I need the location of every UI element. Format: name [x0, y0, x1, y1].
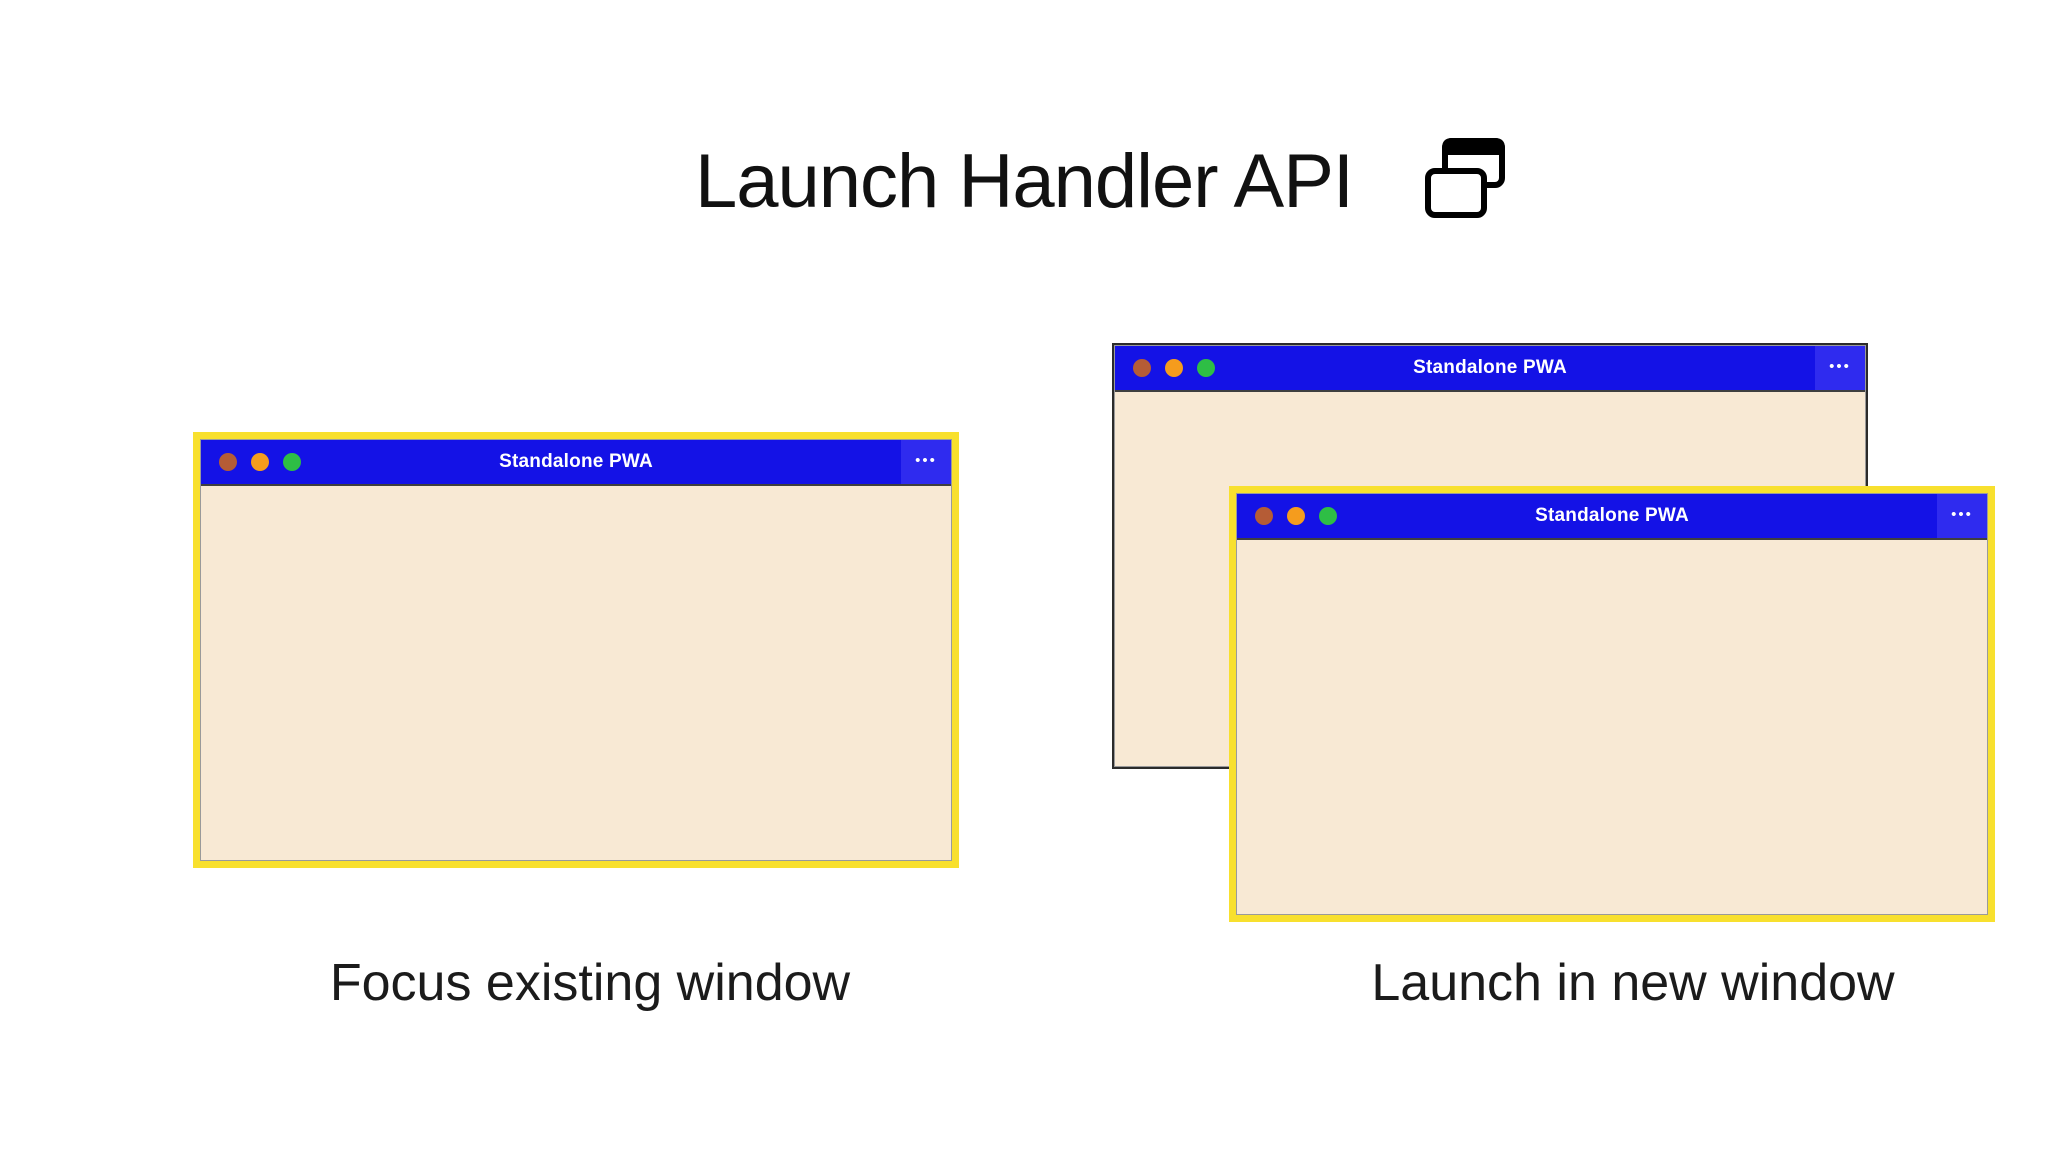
caption-focus-existing: Focus existing window [329, 954, 851, 1012]
ellipsis-menu-icon[interactable]: ••• [1815, 346, 1865, 390]
minimize-button-icon[interactable] [1287, 507, 1305, 525]
close-button-icon[interactable] [1133, 359, 1151, 377]
titlebar: Standalone PWA ••• [201, 440, 951, 486]
page-title: Launch Handler API [694, 139, 1354, 224]
close-button-icon[interactable] [1255, 507, 1273, 525]
pwa-window-existing: Standalone PWA ••• [193, 432, 959, 868]
window-content [1237, 540, 1987, 914]
close-button-icon[interactable] [219, 453, 237, 471]
overlapping-windows-icon [1425, 138, 1505, 218]
ellipsis-menu-icon[interactable]: ••• [901, 440, 951, 484]
minimize-button-icon[interactable] [1165, 359, 1183, 377]
pwa-window-new: Standalone PWA ••• [1229, 486, 1995, 922]
titlebar: Standalone PWA ••• [1115, 346, 1865, 392]
maximize-button-icon[interactable] [1197, 359, 1215, 377]
maximize-button-icon[interactable] [283, 453, 301, 471]
window-title: Standalone PWA [1535, 505, 1689, 526]
minimize-button-icon[interactable] [251, 453, 269, 471]
maximize-button-icon[interactable] [1319, 507, 1337, 525]
ellipsis-menu-icon[interactable]: ••• [1937, 494, 1987, 538]
window-title: Standalone PWA [499, 451, 653, 472]
window-content [201, 486, 951, 860]
window-title: Standalone PWA [1413, 357, 1567, 378]
titlebar: Standalone PWA ••• [1237, 494, 1987, 540]
caption-launch-new: Launch in new window [1371, 954, 1895, 1012]
